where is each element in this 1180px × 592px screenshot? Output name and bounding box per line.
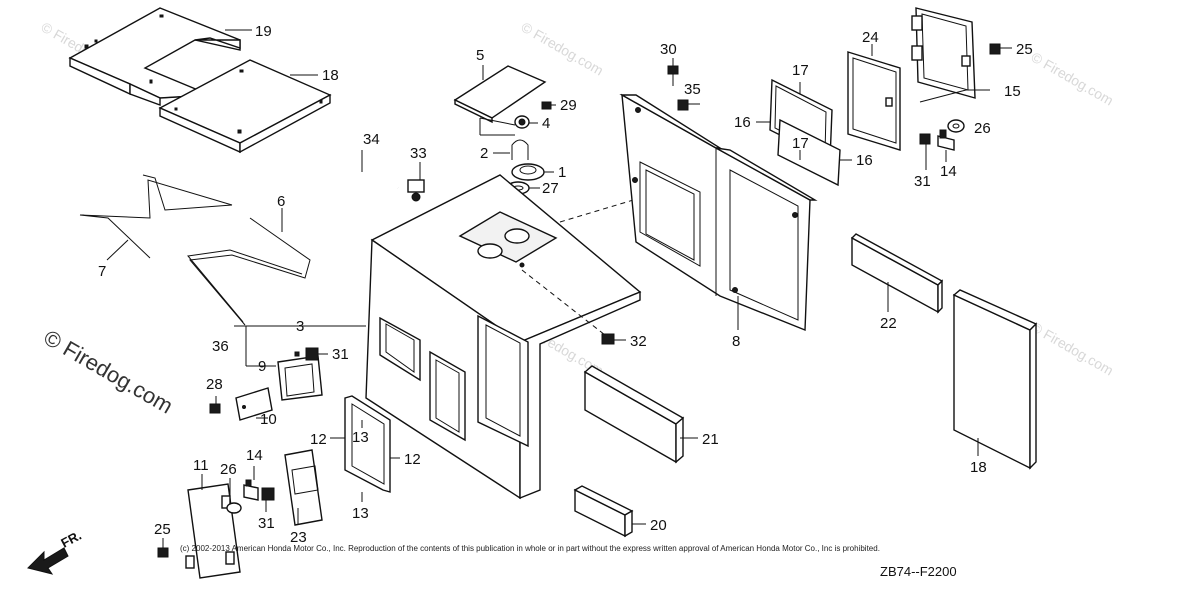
callout-34: 34 bbox=[363, 131, 380, 148]
callout-18-right: 18 bbox=[970, 459, 987, 476]
callout-21: 21 bbox=[702, 431, 719, 448]
copyright-notice: (c) 2002-2013 American Honda Motor Co., … bbox=[180, 544, 880, 553]
part-6-wire bbox=[187, 208, 311, 326]
part-32-nut bbox=[601, 333, 626, 345]
callout-25-lower: 25 bbox=[154, 521, 171, 538]
part-11-door bbox=[185, 483, 241, 579]
part-10-plate bbox=[235, 387, 273, 421]
callout-25-top: 25 bbox=[1016, 41, 1033, 58]
callout-16-upper: 16 bbox=[734, 114, 751, 131]
part-18-pad-tall bbox=[952, 289, 1038, 470]
callout-11: 11 bbox=[193, 457, 209, 474]
callout-7: 7 bbox=[98, 263, 106, 280]
part-26-washer-lower bbox=[226, 502, 242, 514]
callout-33: 33 bbox=[410, 145, 427, 162]
part-1-cap bbox=[511, 163, 554, 181]
callout-5: 5 bbox=[476, 47, 484, 64]
part-5-panel bbox=[453, 65, 547, 124]
watermark-3: © Firedog.com bbox=[1029, 49, 1117, 109]
part-21-pad bbox=[583, 365, 685, 464]
part-25-screw-lower bbox=[157, 538, 169, 558]
callout-26-top: 26 bbox=[974, 120, 991, 137]
callout-8: 8 bbox=[732, 333, 740, 350]
part-29-screw bbox=[541, 101, 556, 110]
front-direction-arrow: FR. bbox=[27, 528, 84, 575]
callout-22: 22 bbox=[880, 315, 897, 332]
callout-14-lower: 14 bbox=[246, 447, 263, 464]
part-35-nut bbox=[677, 99, 700, 111]
watermark-main: © Firedog.com bbox=[40, 325, 178, 419]
part-20-pad bbox=[573, 485, 634, 538]
callout-31-mid: 31 bbox=[332, 346, 349, 363]
callout-layer: 19 18 5 30 29 4 35 2 1 27 34 33 17 16 17… bbox=[98, 23, 1033, 546]
part-2-clamp bbox=[511, 139, 529, 160]
callout-13-lower: 13 bbox=[352, 505, 369, 522]
direction-label: FR. bbox=[58, 528, 84, 551]
callout-3: 3 bbox=[296, 318, 304, 335]
callout-30: 30 bbox=[660, 41, 677, 58]
callout-14-top: 14 bbox=[940, 163, 957, 180]
callout-31-top: 31 bbox=[914, 173, 931, 190]
part-30-bolt bbox=[667, 58, 679, 86]
callout-16-lower: 16 bbox=[856, 152, 873, 169]
callout-32: 32 bbox=[630, 333, 647, 350]
part-9-bracket bbox=[277, 351, 323, 401]
diagram-code: ZB74--F2200 bbox=[880, 564, 957, 579]
part-31-nut-top bbox=[919, 133, 931, 145]
callout-26-lower: 26 bbox=[220, 461, 237, 478]
callout-29: 29 bbox=[560, 97, 577, 114]
part-28-bolt bbox=[209, 396, 221, 414]
part-12-frame bbox=[344, 395, 391, 493]
callout-24: 24 bbox=[862, 29, 879, 46]
callout-1: 1 bbox=[558, 164, 566, 181]
part-25-screw-top bbox=[989, 43, 1012, 55]
part-14-latch-top bbox=[937, 129, 955, 151]
callout-9: 9 bbox=[258, 358, 266, 375]
callout-36: 36 bbox=[212, 338, 229, 355]
callout-13-upper: 13 bbox=[352, 429, 369, 446]
part-14-latch-lower bbox=[243, 479, 259, 501]
callout-19: 19 bbox=[255, 23, 272, 40]
part-18-pad bbox=[158, 59, 332, 154]
part-15-door bbox=[911, 7, 976, 99]
part-23-cover bbox=[284, 449, 323, 526]
part-8-frame bbox=[619, 93, 818, 332]
callout-35: 35 bbox=[684, 81, 701, 98]
callout-20: 20 bbox=[650, 517, 667, 534]
callout-12-left: 12 bbox=[310, 431, 327, 448]
callout-17-lower: 17 bbox=[792, 135, 809, 152]
part-22-pad bbox=[850, 233, 944, 314]
part-4-grommet bbox=[514, 115, 538, 129]
callout-15: 15 bbox=[1004, 83, 1021, 100]
part-19-pad bbox=[68, 7, 241, 107]
part-34-hose bbox=[327, 150, 400, 290]
callout-2: 2 bbox=[480, 145, 488, 162]
part-17-gasket-lower bbox=[777, 118, 841, 187]
callout-28: 28 bbox=[206, 376, 223, 393]
part-31-nut-mid bbox=[305, 347, 328, 361]
part-24-panel bbox=[847, 51, 901, 151]
part-26-washer-top bbox=[947, 119, 965, 133]
part-33-clip bbox=[407, 162, 425, 202]
part-3-housing bbox=[365, 174, 642, 500]
callout-27: 27 bbox=[542, 180, 559, 197]
callout-31-lower: 31 bbox=[258, 515, 275, 532]
watermark-5: © Firedog.com bbox=[1029, 319, 1117, 379]
callout-4: 4 bbox=[542, 115, 550, 132]
callout-17-upper: 17 bbox=[792, 62, 809, 79]
callout-10: 10 bbox=[260, 411, 277, 428]
part-31-nut-lower bbox=[261, 487, 275, 501]
callout-6: 6 bbox=[277, 193, 285, 210]
part-7-wire bbox=[79, 174, 233, 261]
watermark-2: © Firedog.com bbox=[519, 19, 607, 79]
callout-18-top: 18 bbox=[322, 67, 339, 84]
callout-12-right: 12 bbox=[404, 451, 421, 468]
callout-23: 23 bbox=[290, 529, 307, 546]
